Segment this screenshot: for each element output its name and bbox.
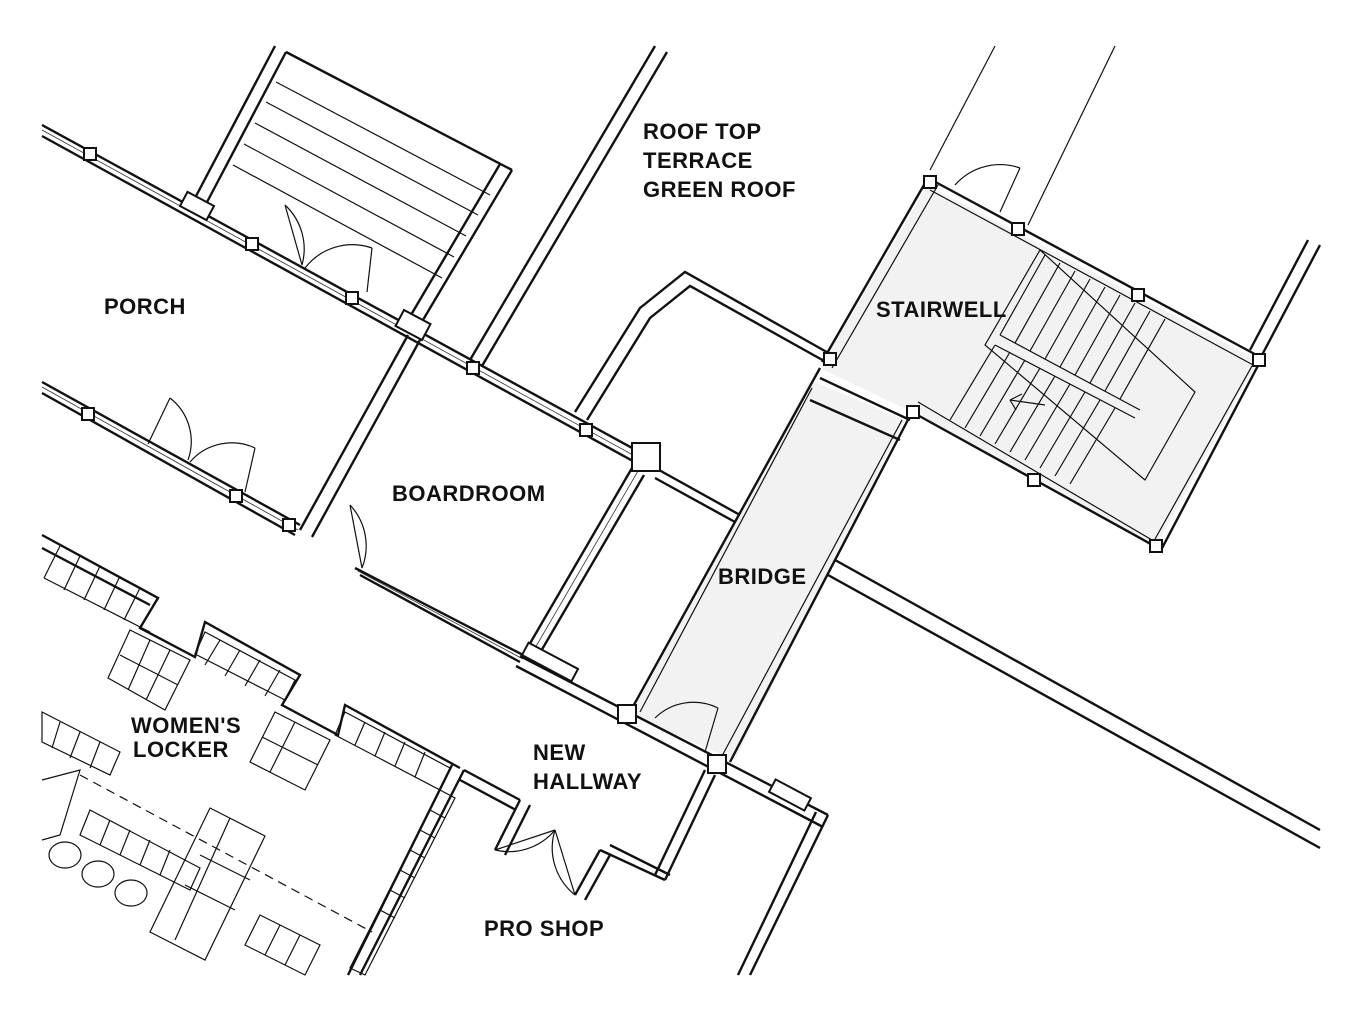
column: [245, 237, 259, 251]
column: [707, 754, 727, 774]
boardroom-south-wall: [354, 566, 526, 664]
label-womens-1: WOMEN'S: [131, 713, 241, 738]
boardroom-bridge-link: [649, 463, 741, 524]
doors: [147, 164, 1021, 896]
door-icon: [654, 701, 719, 753]
column: [466, 361, 480, 375]
column: [178, 190, 216, 222]
label-roof-top-1: ROOF TOP: [643, 119, 762, 144]
column: [631, 442, 661, 472]
column: [394, 308, 432, 342]
porch-boardroom-partition: [298, 334, 422, 538]
porch-stair-bay: [193, 45, 514, 326]
label-hallway-1: NEW: [533, 740, 586, 765]
column: [1252, 353, 1266, 367]
sinks: [48, 841, 148, 907]
door-icon: [349, 504, 367, 569]
label-roof-top-3: GREEN ROOF: [643, 177, 796, 202]
column: [923, 175, 937, 189]
locker-blocks: [41, 533, 461, 976]
columns: [81, 147, 1266, 812]
label-pro-shop: PRO SHOP: [484, 916, 604, 941]
boardroom-bump: [573, 270, 833, 421]
door-icon: [494, 829, 556, 853]
label-hallway-2: HALLWAY: [533, 769, 642, 794]
column: [282, 518, 296, 532]
column: [617, 704, 637, 724]
label-porch: PORCH: [104, 294, 186, 319]
column: [229, 489, 243, 503]
column: [1131, 288, 1145, 302]
terrace-edge: [468, 45, 669, 367]
stair-treads: [949, 249, 1196, 485]
door-icon: [189, 442, 256, 493]
stairwell-fill: [820, 185, 1258, 548]
stairwell-walls: [820, 45, 1322, 553]
column: [345, 291, 359, 305]
column: [906, 405, 920, 419]
column: [579, 423, 593, 437]
bridge-fill: [630, 380, 905, 760]
door-icon: [954, 164, 1021, 213]
upper-diagonal-wall: [41, 123, 646, 467]
label-roof-top-2: TERRACE: [643, 148, 753, 173]
boardroom-east-wall: [523, 467, 646, 659]
column: [1149, 539, 1163, 553]
label-bridge: BRIDGE: [718, 564, 807, 589]
lower-terrace-edge: [827, 558, 1321, 850]
sink-icon: [114, 879, 148, 907]
door-icon: [284, 204, 305, 266]
column: [83, 147, 97, 161]
door-icon: [551, 829, 576, 896]
label-stairwell: STAIRWELL: [876, 297, 1007, 322]
bridge-walls: [628, 367, 914, 763]
column: [1027, 473, 1041, 487]
column: [81, 407, 95, 421]
column: [823, 352, 837, 366]
porch-lower-wall: [41, 380, 301, 537]
shaded-areas: [630, 185, 1258, 760]
sink-icon: [48, 841, 82, 869]
room-labels: ROOF TOP TERRACE GREEN ROOF STAIRWELL PO…: [104, 119, 1007, 941]
sink-icon: [81, 860, 115, 888]
door-icon: [147, 397, 192, 461]
column: [520, 641, 580, 683]
column: [1011, 222, 1025, 236]
door-icon: [304, 244, 373, 293]
column: [767, 778, 813, 812]
label-boardroom: BOARDROOM: [392, 481, 546, 506]
label-womens-2: LOCKER: [133, 737, 229, 762]
